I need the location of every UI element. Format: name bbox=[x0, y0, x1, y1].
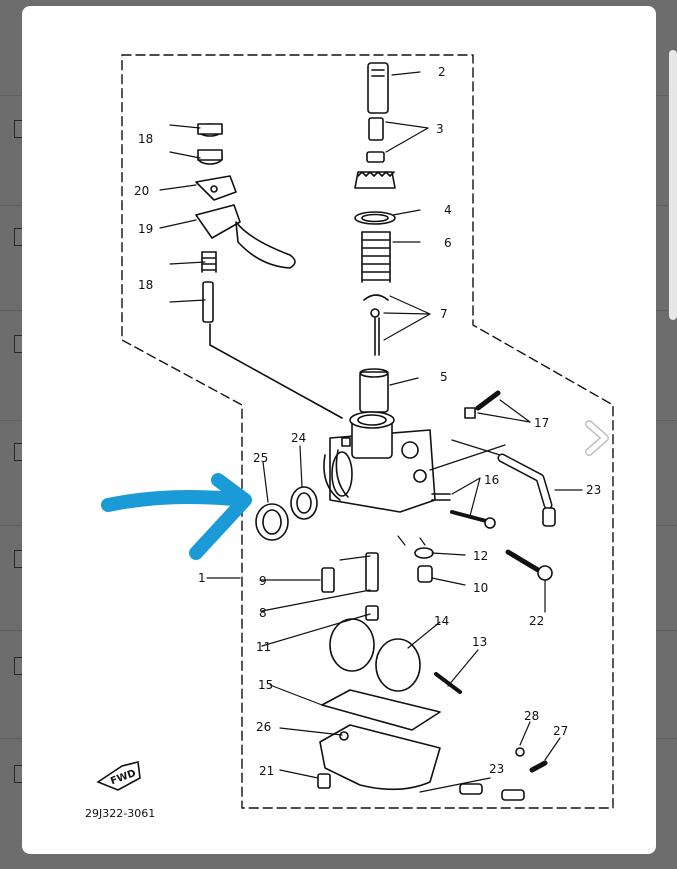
callout-15: 15 bbox=[258, 678, 273, 692]
callout-23b: 23 bbox=[489, 762, 504, 776]
callout-9: 9 bbox=[259, 574, 267, 588]
leader-lines bbox=[159, 71, 583, 793]
callout-16: 16 bbox=[484, 473, 499, 487]
callout-7: 7 bbox=[440, 307, 448, 321]
fwd-badge: FWD bbox=[96, 761, 141, 791]
callout-5: 5 bbox=[440, 370, 448, 384]
part-6-spring bbox=[361, 231, 391, 283]
next-image-button[interactable] bbox=[577, 416, 621, 460]
callout-8: 8 bbox=[259, 606, 267, 620]
callout-25: 25 bbox=[253, 451, 268, 465]
part-13-pin bbox=[434, 672, 462, 694]
part-4-cap bbox=[354, 171, 396, 225]
part-18-top bbox=[197, 123, 223, 165]
part-15-gasket bbox=[321, 689, 441, 731]
callout-17: 17 bbox=[534, 416, 549, 430]
part-3-adjuster bbox=[366, 117, 385, 163]
callout-20: 20 bbox=[134, 184, 149, 198]
callout-labels: 2 3 4 6 7 5 18 20 19 18 17 16 23 12 10 2… bbox=[134, 65, 601, 778]
arrow-annotation-icon bbox=[101, 473, 252, 560]
part-12-washer bbox=[414, 547, 434, 559]
callout-28: 28 bbox=[524, 709, 539, 723]
part-21-screw bbox=[317, 773, 331, 789]
part-27-screw bbox=[529, 760, 548, 773]
callout-19: 19 bbox=[138, 222, 153, 236]
part-25-ring bbox=[255, 503, 289, 541]
carburetor-exploded-diagram: FWD 29J322-3061 2 3 4 6 7 5 18 20 19 18 … bbox=[85, 54, 614, 820]
callout-4: 4 bbox=[444, 203, 452, 217]
callout-13: 13 bbox=[472, 635, 487, 649]
part-22-screw bbox=[505, 549, 553, 581]
callout-2: 2 bbox=[438, 65, 446, 79]
part-17-screw bbox=[464, 390, 501, 419]
part-11-jet bbox=[365, 605, 379, 621]
part-19-lever bbox=[195, 204, 296, 269]
callout-21: 21 bbox=[259, 764, 274, 778]
part-23-hose bbox=[497, 453, 556, 527]
float-bowl bbox=[319, 724, 441, 791]
part-16-screw bbox=[431, 493, 496, 529]
callout-27: 27 bbox=[553, 724, 568, 738]
chevron-right-icon bbox=[585, 420, 609, 456]
part-26-screw bbox=[339, 731, 349, 741]
part-20-plate bbox=[195, 175, 237, 201]
callout-24: 24 bbox=[291, 431, 306, 445]
part-23-drain bbox=[459, 783, 525, 801]
callout-26: 26 bbox=[256, 720, 271, 734]
part-7-needle bbox=[363, 294, 389, 356]
callout-14: 14 bbox=[434, 614, 449, 628]
callout-12: 12 bbox=[473, 549, 488, 563]
part-24-ring bbox=[290, 486, 318, 520]
image-viewer-card: FWD 29J322-3061 2 3 4 6 7 5 18 20 19 18 … bbox=[22, 6, 656, 854]
part-10-jet bbox=[417, 565, 433, 583]
callout-1: 1 bbox=[198, 571, 206, 585]
scrollbar[interactable] bbox=[669, 50, 677, 320]
dashed-boundary bbox=[121, 54, 614, 809]
callout-18a: 18 bbox=[138, 132, 153, 146]
part-28-washer bbox=[515, 747, 525, 757]
part-5-slide bbox=[359, 368, 389, 413]
part-14-float bbox=[329, 618, 421, 692]
callout-3: 3 bbox=[436, 122, 444, 136]
part-8-jet bbox=[365, 552, 379, 592]
callout-23a: 23 bbox=[586, 483, 601, 497]
part-9-screw bbox=[321, 567, 335, 593]
callout-18b: 18 bbox=[138, 278, 153, 292]
part-code-label: 29J322-3061 bbox=[85, 807, 155, 820]
carburetor-body bbox=[323, 411, 436, 513]
part-2-cap bbox=[367, 62, 389, 114]
callout-6: 6 bbox=[444, 236, 452, 250]
callout-10: 10 bbox=[473, 581, 488, 595]
callout-11: 11 bbox=[256, 640, 271, 654]
callout-22: 22 bbox=[529, 614, 544, 628]
